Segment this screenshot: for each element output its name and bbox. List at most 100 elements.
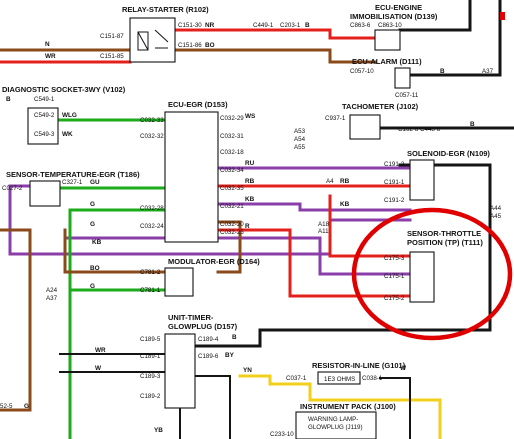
pin-c032-31: C032-31 [220,133,244,140]
tacho-box [349,114,381,140]
pin-c057-10: C057-10 [350,68,374,75]
wire-label-yn: YN [243,367,252,374]
wire-black-alarm [408,0,502,77]
instrument-pack-label: INSTRUMENT PACK (J100) [300,402,396,411]
pin-c032-24: C032-24 [140,223,164,230]
pin-c233-10: C233-10 [270,431,294,438]
pin-c191-1: C191-1 [384,179,405,186]
pin-52-5: 52-5 [0,403,13,410]
wire-label-ws: WS [245,113,256,120]
pin-c863-10: C863-10 [378,22,402,29]
wire-black-bus [398,0,472,32]
pin-c781-1: C781-1 [140,287,161,294]
pin-c549-2: C549-2 [34,112,55,119]
tachometer-label: TACHOMETER (J102) [342,102,419,111]
wire-label-rb2: RB [340,178,350,185]
wire-label-g4: G [24,403,29,410]
splice-a54: A54 [294,136,306,143]
pin-c032-28: C032-28 [140,205,164,212]
wire-label-n: N [45,41,50,48]
wire-label-nr: NR [205,22,215,29]
wire-label-wr2: WR [95,347,106,354]
diag-socket-box [27,107,59,145]
wire-label-ru: RU [245,160,255,167]
pin-c057-11: C057-11 [395,92,419,99]
wire-label-b2: B [440,68,445,75]
ecu-immob-label-1: ECU-ENGINE [375,3,422,12]
pin-c032-34: C032-34 [220,167,244,174]
pin-c027-2: C027-2 [2,185,23,192]
pin-c781-2: C781-2 [140,269,161,276]
wire-label-g3: G [90,283,95,290]
ecu-egr-label: ECU-EGR (D153) [168,100,228,109]
splice-a24: A24 [46,287,58,294]
wire-label-gu: GU [90,179,100,186]
resistor-box [317,371,361,385]
splice-a37b: A37 [46,295,58,302]
pin-c151-85: C151-85 [100,53,124,60]
pin-c189-1: C189-1 [140,353,161,360]
wire-label-kb2: KB [340,201,350,208]
pin-c327-1: C327-1 [62,179,83,186]
wire-bo-relay-out [173,48,377,64]
instrument-pack-box [295,411,377,439]
wire-label-wk: WK [62,131,73,138]
pin-c151-86: C151-86 [178,42,202,49]
pin-c032-35: C032-35 [220,185,244,192]
wire-label-by: BY [225,352,235,359]
modulator-box [164,267,194,297]
wire-brown-bo [216,220,242,274]
solenoid-egr-label: SOLENOID-EGR (N109) [407,149,490,158]
pin-c189-3: C189-3 [140,373,161,380]
wire-label-kb3: KB [92,239,102,246]
pin-c191-3: C191-3 [384,161,405,168]
wire-black-solenoid [193,163,492,348]
ecu-immob-label-2: IMMOBILISATION (D139) [350,12,438,21]
pin-labels: C151-87 C151-30 C151-85 C151-86 C449-1 C… [0,22,441,438]
pin-c203-1: C203-1 [280,22,301,29]
pin-c175-3: C175-3 [384,255,405,262]
resistor-value: 1E3 OHMS [324,376,355,383]
wire-purple-kb [216,202,412,212]
wire-purple-temp [8,184,412,256]
solenoid-egr-box [409,159,435,201]
pin-c189-2: C189-2 [140,393,161,400]
wire-label-b3: B [470,121,475,128]
wire-label-rb: RB [245,178,255,185]
pin-c037-1: C037-1 [286,375,307,382]
wire-label-g2: G [90,221,95,228]
wire-label-b5: B [232,334,237,341]
wire-label-wr: WR [45,53,56,60]
splice-a55: A55 [294,144,306,151]
component-labels: RELAY-STARTER (R102) ECU-ENGINE IMMOBILI… [2,3,490,431]
pin-c032-29: C032-29 [220,115,244,122]
tps-box [409,251,435,303]
wire-label-wlg: WLG [62,112,77,119]
wire-black-resistor [194,375,231,439]
wire-label-g: G [90,201,95,208]
component-boxes [27,17,435,439]
splice-a11: A11 [318,228,329,235]
wire-black-yn [379,377,411,439]
pin-c175-1: C175-1 [384,273,405,280]
splice-a44: A44 [490,205,502,212]
ecu-alarm-label: ECU-ALARM (D111) [352,57,422,66]
pin-c189-6: C189-6 [198,353,219,360]
pin-c189-4: C189-4 [198,336,219,343]
wire-labels: N WR NR BO B B B B WLG WK WS RU RB RB KB… [6,22,475,434]
ecu-alarm-box [394,67,411,89]
pin-c191-2: C191-2 [384,197,405,204]
timer-glowplug-box [164,333,196,409]
modulator-label: MODULATOR-EGR (D164) [168,257,260,266]
highlight-circle [351,207,513,341]
wire-nr-out [173,28,377,40]
ecu-immob-box [374,29,401,51]
pin-c151-30: C151-30 [178,22,202,29]
splice-a37: A37 [482,68,494,75]
pin-c449-1: C449-1 [253,22,274,29]
wire-label-yb: YB [154,427,163,434]
pin-c032-25: C032-25 [220,229,244,236]
pin-c937-1: C937-1 [325,115,346,122]
pin-c032-33: C032-33 [140,117,164,124]
